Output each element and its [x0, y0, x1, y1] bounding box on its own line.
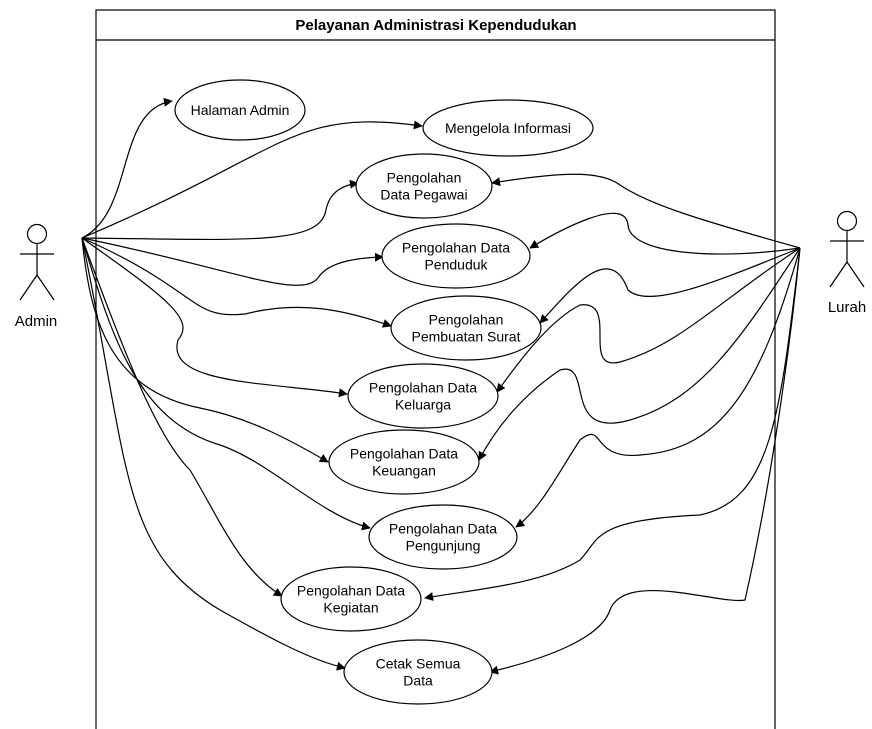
- associations: [81, 97, 801, 675]
- use-case-ellipse: [381, 223, 531, 289]
- association-admin-uc1: [81, 97, 173, 239]
- association-admin-uc4: [81, 237, 384, 286]
- use-case-label: Pengunjung: [406, 538, 481, 554]
- use-case-label: Pengolahan Data: [402, 240, 510, 256]
- association-admin-uc6: [81, 237, 348, 398]
- use-case-ellipse: [174, 79, 306, 141]
- use-case-label: Kegiatan: [323, 600, 378, 616]
- use-case-label: Keluarga: [395, 397, 451, 413]
- use-case-ellipse: [343, 639, 493, 705]
- actor-label: Lurah: [828, 299, 866, 316]
- use-case-ellipse: [355, 153, 493, 219]
- use-case-label: Halaman Admin: [191, 102, 290, 118]
- association-lurah-uc5: [539, 247, 801, 324]
- actor-lurah[interactable]: Lurah: [828, 210, 866, 317]
- association-lurah-uc9: [424, 247, 801, 602]
- use-case-ellipse: [422, 99, 594, 157]
- use-case-ellipse: [368, 504, 518, 570]
- association-admin-uc10: [81, 237, 346, 671]
- use-case-label: Pengolahan: [429, 312, 504, 328]
- use-case-label: Mengelola Informasi: [445, 120, 571, 136]
- association-lurah-uc4: [529, 212, 801, 255]
- use-case-label: Pengolahan: [387, 170, 462, 186]
- use-case-label: Pengolahan Data: [297, 583, 405, 599]
- system-title: Pelayanan Administrasi Kependudukan: [295, 17, 576, 34]
- use-case-ellipse: [347, 363, 499, 429]
- use-case-ellipse: [390, 295, 542, 361]
- use-case-label: Data: [403, 673, 433, 689]
- stick-figure-icon: [829, 210, 865, 288]
- use-case-label: Pengolahan Data: [369, 380, 477, 396]
- use-case-label: Cetak Semua: [376, 656, 461, 672]
- association-admin-uc7: [81, 237, 329, 463]
- association-admin-uc2: [81, 120, 423, 239]
- use-case-label: Penduduk: [424, 257, 488, 273]
- stick-figure-icon: [19, 223, 55, 301]
- association-admin-uc8: [81, 237, 371, 531]
- use-case-ellipse: [280, 566, 422, 632]
- association-admin-uc3: [81, 179, 359, 241]
- association-admin-uc5: [81, 237, 392, 328]
- use-case-ellipse: [328, 429, 480, 495]
- association-lurah-uc7: [478, 247, 801, 461]
- use-case-label: Pengolahan Data: [350, 446, 458, 462]
- association-admin-uc9: [81, 237, 283, 597]
- use-case-uc2[interactable]: Mengelola Informasi: [422, 99, 594, 157]
- association-lurah-uc10: [489, 247, 801, 675]
- use-case-label: Keuangan: [372, 463, 436, 479]
- association-lurah-uc3: [491, 173, 801, 249]
- use-case-label: Data Pegawai: [380, 187, 467, 203]
- actor-admin[interactable]: Admin: [15, 223, 58, 331]
- use-case-label: Pembuatan Surat: [412, 329, 521, 345]
- use-case-uc1[interactable]: Halaman Admin: [174, 79, 306, 141]
- association-lurah-uc6: [496, 247, 801, 393]
- association-lurah-uc8: [515, 247, 801, 528]
- actor-label: Admin: [15, 313, 58, 330]
- use-case-label: Pengolahan Data: [389, 521, 497, 537]
